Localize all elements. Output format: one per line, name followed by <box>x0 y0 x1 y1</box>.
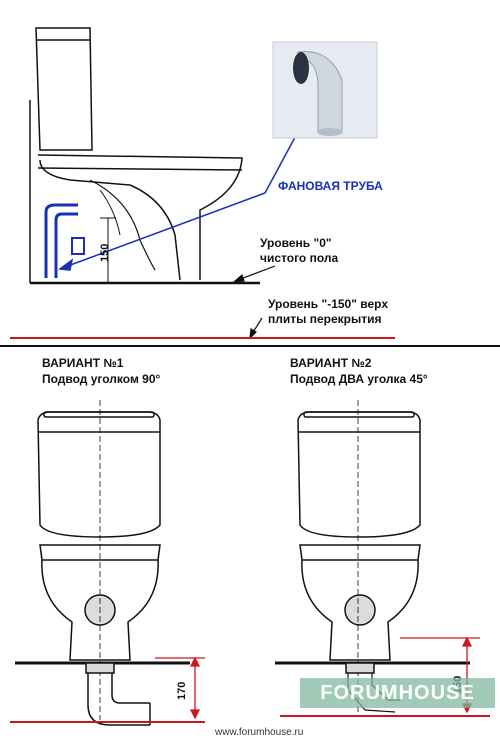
variant2-title: ВАРИАНТ №2 <box>290 356 372 370</box>
level-zero-label-1: Уровень "0" <box>260 236 332 250</box>
side-view-toilet <box>29 27 260 285</box>
level-150-label-2: плиты перекрытия <box>268 312 382 326</box>
level-pointers <box>232 265 276 340</box>
variant2-subtitle: Подвод ДВА уголка 45° <box>290 372 428 386</box>
fan-pipe-label: ФАНОВАЯ ТРУБА <box>278 179 383 193</box>
variant1-title: ВАРИАНТ №1 <box>42 356 124 370</box>
variant1-toilet-front <box>15 400 190 726</box>
side-dimension-150: 150 <box>99 243 111 262</box>
pipe-elbow-photo <box>272 41 378 139</box>
site-url: www.forumhouse.ru <box>215 727 304 738</box>
variant1-dimension <box>155 656 205 720</box>
level-150-label-1: Уровень "-150" верх <box>268 297 388 311</box>
variant2-dimension <box>400 636 480 714</box>
fan-pipe-in-floor <box>44 203 85 278</box>
variant1-subtitle: Подвод уголком 90° <box>42 372 161 386</box>
variant1-dimension-label: 170 <box>176 681 188 700</box>
variant2-toilet-front <box>275 400 470 715</box>
level-zero-label-2: чистого пола <box>260 251 339 265</box>
forumhouse-watermark: FORUMHOUSE <box>300 678 495 708</box>
